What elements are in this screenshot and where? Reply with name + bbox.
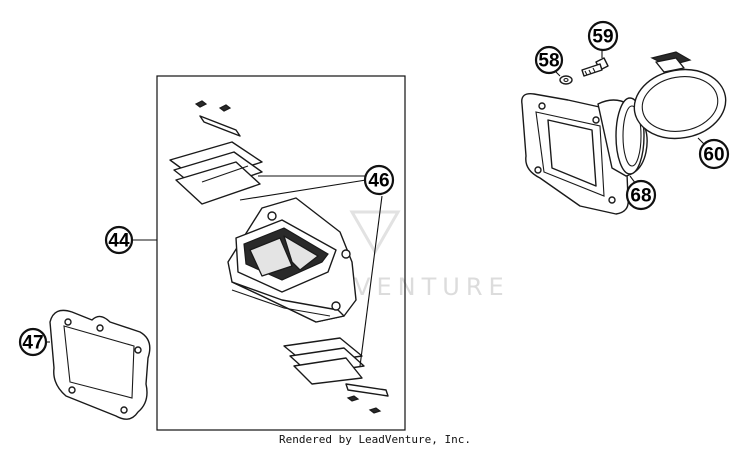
callout-68: 68 [625, 179, 657, 211]
watermark: DVENTURE [330, 210, 510, 301]
reed-stop-plate-top [199, 115, 241, 137]
bolt [581, 57, 609, 77]
svg-text:46: 46 [368, 171, 389, 192]
watermark-text: DVENTURE [330, 273, 510, 301]
svg-text:59: 59 [592, 27, 613, 48]
svg-text:60: 60 [703, 145, 724, 166]
washer [559, 75, 573, 85]
reed-stop-plate-bottom [345, 383, 389, 397]
svg-text:68: 68 [630, 186, 651, 207]
gasket [49, 309, 151, 420]
reed-block-assembly [169, 100, 389, 414]
bottom-screws [346, 395, 382, 414]
render-credit: Rendered by LeadVenture, Inc. [278, 433, 472, 446]
intake-flange [521, 93, 648, 215]
leader-lines-46 [239, 175, 383, 367]
svg-text:58: 58 [538, 51, 559, 72]
hose-clamp [633, 51, 727, 140]
svg-text:47: 47 [22, 333, 43, 354]
top-screws [194, 100, 232, 112]
svg-text:44: 44 [108, 231, 130, 252]
callout-47: 47 [18, 327, 48, 357]
reed-cage-body [227, 197, 357, 323]
assembly-frame [156, 75, 406, 431]
callout-59: 59 [587, 20, 619, 52]
callout-46: 46 [363, 164, 395, 196]
callout-44: 44 [104, 225, 134, 255]
leader-line-58 [555, 71, 561, 77]
callout-60: 60 [698, 138, 730, 170]
callout-58: 58 [534, 45, 564, 75]
